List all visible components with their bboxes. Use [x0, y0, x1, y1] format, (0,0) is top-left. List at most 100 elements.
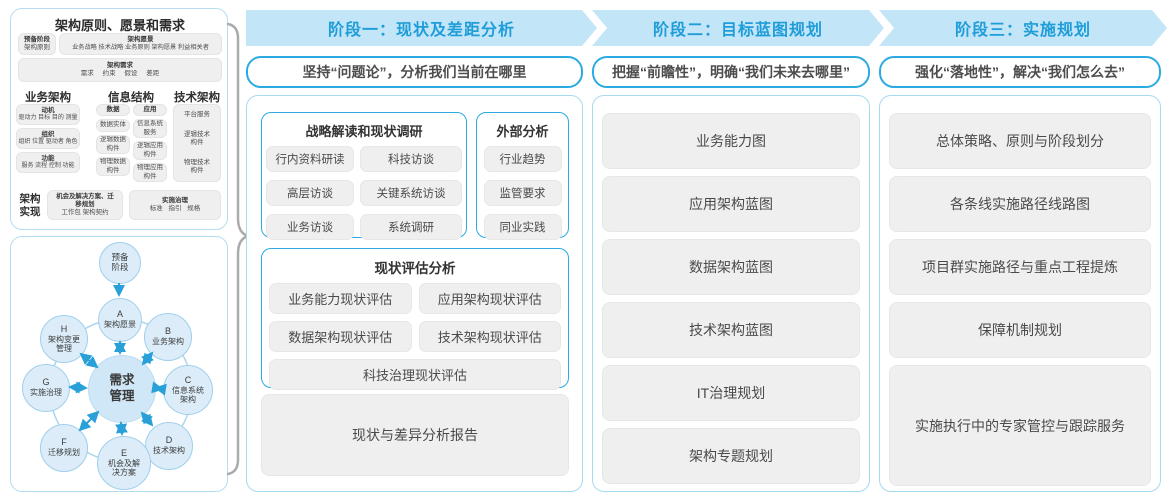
phase-1-header-text: 阶段一：现状及差距分析 — [327, 22, 515, 39]
assessment-item: 业务能力现状评估 — [269, 283, 412, 314]
phase-3-subtitle: 强化“落地性”，解决“我们怎么去” — [879, 56, 1161, 88]
physical-data-box: 物理数据构件 — [96, 157, 130, 176]
info-system-service-box: 信息系统服务 — [133, 119, 167, 138]
research-item: 行内资料研读 — [266, 146, 354, 172]
opportunities-migration-sub: 工作包 架构契约 — [61, 208, 109, 216]
implementation-governance-sub: 标准 指引 规格 — [149, 205, 201, 212]
phase-1-header: 阶段一：现状及差距分析 — [246, 10, 597, 46]
phase-3-item: 实施执行中的专家管控与跟踪服务 — [889, 365, 1151, 486]
strategy-research-title: 战略解读和现状调研 — [305, 124, 423, 139]
adm-node-d: D 技术架构 — [145, 422, 193, 470]
adm-node-f: F 迁移规划 — [40, 424, 88, 472]
architecture-requirements-title: 架构需求 — [107, 61, 133, 69]
business-function-box: 功能 服务 流程 控制 功能 — [16, 152, 80, 173]
phase-2-subtitle: 把握“前瞻性”，明确“我们未来去哪里” — [592, 56, 870, 88]
adm-node-b: B 业务架构 — [144, 313, 192, 361]
adm-node-c-letter: C — [184, 374, 192, 385]
principles-vision-requirements-panel: 架构原则、愿景和需求 预备阶段 架构原则 架构愿景 业务战略 技术战略 业务原则… — [10, 8, 228, 230]
strategy-research-group: 战略解读和现状调研 行内资料研读 科技访谈 高层访谈 关键系统访谈 业务访谈 系… — [261, 112, 467, 240]
data-column-header-box: 数据 — [96, 104, 130, 116]
research-item: 关键系统访谈 — [360, 180, 462, 206]
phase-3-item: 项目群实施路径与重点工程提炼 — [889, 239, 1151, 295]
phase-2-item: 数据架构蓝图 — [602, 239, 860, 295]
external-item: 同业实践 — [483, 214, 562, 240]
external-item: 行业趋势 — [483, 146, 562, 172]
logical-data-box: 逻辑数据构件 — [96, 135, 130, 154]
phase-1-subtitle: 坚持“问题论”，分析我们当前在哪里 — [246, 56, 583, 88]
adm-node-f-letter: F — [61, 437, 67, 448]
physical-tech: 物理技术构件 — [184, 158, 210, 174]
adm-node-g-letter: G — [42, 377, 50, 388]
phase-3-item: 各条线实施路径线路图 — [889, 176, 1151, 232]
adm-center-node: 需求管理 — [88, 355, 156, 423]
physical-app: 物理应用构件 — [137, 164, 163, 180]
assessment-item: 数据架构现状评估 — [269, 321, 412, 352]
phase-2-item: 架构专题规划 — [602, 428, 860, 484]
phase-2-item: 技术架构蓝图 — [602, 302, 860, 358]
phase-2-item: 应用架构蓝图 — [602, 176, 860, 232]
architecture-realization-label: 架构实现 — [19, 193, 41, 218]
adm-node-c: C 信息系统架构 — [163, 365, 213, 415]
phase-2-container: 业务能力图 应用架构蓝图 数据架构蓝图 技术架构蓝图 IT治理规划 架构专题规划 — [592, 95, 870, 492]
research-item: 科技访谈 — [360, 146, 462, 172]
logical-tech: 逻辑技术构件 — [184, 130, 210, 146]
strategy-research-grid: 行内资料研读 科技访谈 高层访谈 关键系统访谈 业务访谈 系统调研 — [266, 146, 462, 240]
logical-data: 逻辑数据构件 — [100, 136, 126, 152]
logical-app-box: 逻辑应用构件 — [133, 141, 167, 160]
architecture-vision-sub: 业务战略 技术战略 业务原则 架构愿景 利益相关者 — [72, 44, 209, 52]
adm-node-h-letter: H — [60, 323, 68, 334]
opportunities-migration-box: 机会及解决方案、迁移规划 工作包 架构契约 — [47, 190, 123, 220]
external-analysis-list: 行业趋势 监管要求 同业实践 — [483, 146, 562, 240]
phase-2-item: 业务能力图 — [602, 113, 860, 169]
physical-app-box: 物理应用构件 — [133, 163, 167, 182]
business-organization-box: 组织 组织 位置 驱动者 角色 — [16, 128, 80, 149]
adm-node-e-label: 机会及解决方案 — [108, 458, 140, 477]
phase-2-header-text: 阶段二：目标蓝图规划 — [652, 22, 823, 39]
app-column-header-box: 应用 — [133, 104, 167, 116]
adm-node-g-label: 实施治理 — [30, 388, 62, 398]
adm-node-b-letter: B — [164, 326, 171, 337]
adm-node-f-label: 迁移规划 — [48, 448, 80, 458]
adm-node-d-label: 技术架构 — [153, 446, 185, 456]
adm-node-g: G 实施治理 — [22, 364, 70, 412]
adm-prep-label: 预备阶段 — [111, 252, 129, 272]
adm-node-h: H 架构变更管理 — [40, 315, 88, 363]
phase-3-subtitle-text: 强化“落地性”，解决“我们怎么去” — [915, 64, 1125, 80]
data-entity-box: 数据实体 — [96, 119, 130, 132]
prep-phase-box: 预备阶段 架构原则 — [18, 33, 56, 55]
phase-3-container: 总体策略、原则与阶段划分 各条线实施路径线路图 项目群实施路径与重点工程提炼 保… — [879, 95, 1161, 492]
architecture-requirements-sub: 需求 约束 假设 差距 — [80, 70, 160, 77]
platform-service: 平台服务 — [184, 110, 210, 118]
assessment-group: 现状评估分析 业务能力现状评估 应用架构现状评估 数据架构现状评估 技术架构现状… — [261, 248, 569, 390]
adm-center-label: 需求管理 — [109, 373, 135, 403]
data-header: 数据 — [106, 105, 120, 113]
business-motivation-box: 动机 驱动力 目标 目的 测量 — [16, 104, 80, 125]
phase-3-item: 总体策略、原则与阶段划分 — [889, 113, 1151, 169]
information-structure-header: 信息结构 — [108, 92, 154, 104]
technical-architecture-box: 平台服务 逻辑技术构件 物理技术构件 — [173, 104, 221, 182]
function-sub: 服务 流程 控制 功能 — [21, 162, 75, 169]
adm-node-a: A 架构愿景 — [98, 298, 142, 342]
assessment-item: 应用架构现状评估 — [418, 283, 561, 314]
function-title: 功能 — [41, 154, 55, 162]
assessment-grid: 业务能力现状评估 应用架构现状评估 数据架构现状评估 技术架构现状评估 科技治理… — [269, 283, 561, 390]
technical-architecture-header: 技术架构 — [174, 92, 220, 104]
external-analysis-title: 外部分析 — [496, 124, 549, 139]
adm-node-b-label: 业务架构 — [152, 337, 184, 347]
adm-node-a-letter: A — [116, 309, 123, 320]
adm-node-c-label: 信息系统架构 — [172, 385, 204, 404]
phase-2-subtitle-text: 把握“前瞻性”，明确“我们未来去哪里” — [612, 64, 850, 80]
research-item: 系统调研 — [360, 214, 462, 240]
prep-phase-sub: 架构原则 — [24, 44, 50, 51]
implementation-governance-title: 实施治理 — [162, 196, 188, 204]
external-item: 监管要求 — [483, 180, 562, 206]
phase-1-subtitle-text: 坚持“问题论”，分析我们当前在哪里 — [302, 64, 527, 80]
phase-2-header: 阶段二：目标蓝图规划 — [592, 10, 884, 46]
opportunities-migration-title: 机会及解决方案、迁移规划 — [56, 192, 114, 208]
adm-node-e-letter: E — [120, 447, 127, 458]
app-header: 应用 — [143, 105, 157, 113]
adm-node-h-label: 架构变更管理 — [48, 334, 80, 353]
external-analysis-group: 外部分析 行业趋势 监管要求 同业实践 — [476, 112, 569, 240]
phase-3-header-text: 阶段三：实施规划 — [954, 22, 1091, 39]
